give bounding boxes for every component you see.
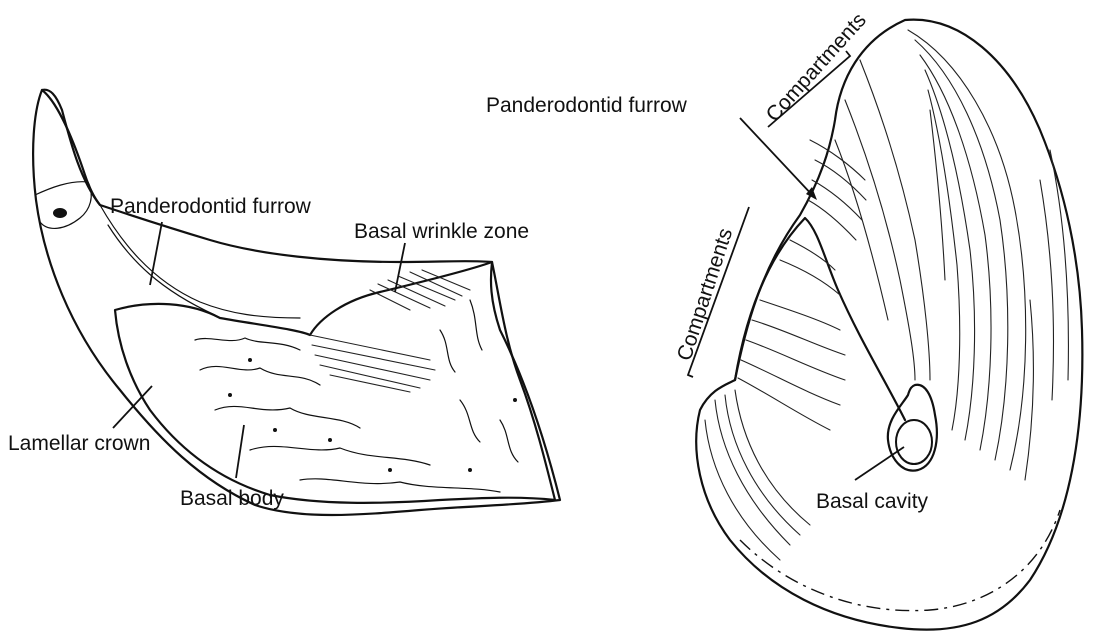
upper-compartments-hatch — [808, 140, 866, 240]
right-lamellae-hatch — [835, 30, 1068, 480]
label-panderodontid-furrow-left: Panderodontid furrow — [110, 195, 312, 218]
label-compartments-upper: Compartments — [762, 9, 871, 127]
basal-margin-dashed — [740, 510, 1060, 611]
cusp-tip — [42, 90, 100, 205]
basal-cavity-inner — [896, 420, 932, 464]
right-element-outline — [696, 20, 1082, 630]
label-lamellar-crown: Lamellar crown — [8, 432, 150, 455]
basal-cavity-outline — [888, 385, 937, 471]
label-basal-wrinkle-zone: Basal wrinkle zone — [354, 220, 529, 243]
label-panderodontid-furrow-right: Panderodontid furrow — [486, 94, 688, 117]
tip-break — [35, 182, 91, 229]
compartment-notch — [735, 218, 905, 420]
leader-panderodontid-furrow-right — [740, 118, 815, 198]
leader-panderodontid-furrow-left — [150, 222, 162, 285]
tip-pore — [53, 208, 67, 218]
leader-basal-wrinkle-zone — [395, 243, 405, 292]
basal-body-outline — [115, 262, 555, 503]
basal-wrinkle-zone-hatch — [310, 270, 470, 392]
right-conodont-element: Panderodontid furrow Compartments Compar… — [486, 9, 1082, 630]
leader-basal-body — [236, 425, 244, 478]
left-conodont-element: Panderodontid furrow Basal wrinkle zone … — [8, 90, 560, 515]
label-compartments-lower: Compartments — [673, 225, 737, 363]
panderodontid-furrow-line — [100, 205, 300, 318]
basal-body-texture — [195, 300, 518, 492]
label-basal-cavity: Basal cavity — [816, 490, 929, 513]
label-basal-body: Basal body — [180, 487, 284, 510]
